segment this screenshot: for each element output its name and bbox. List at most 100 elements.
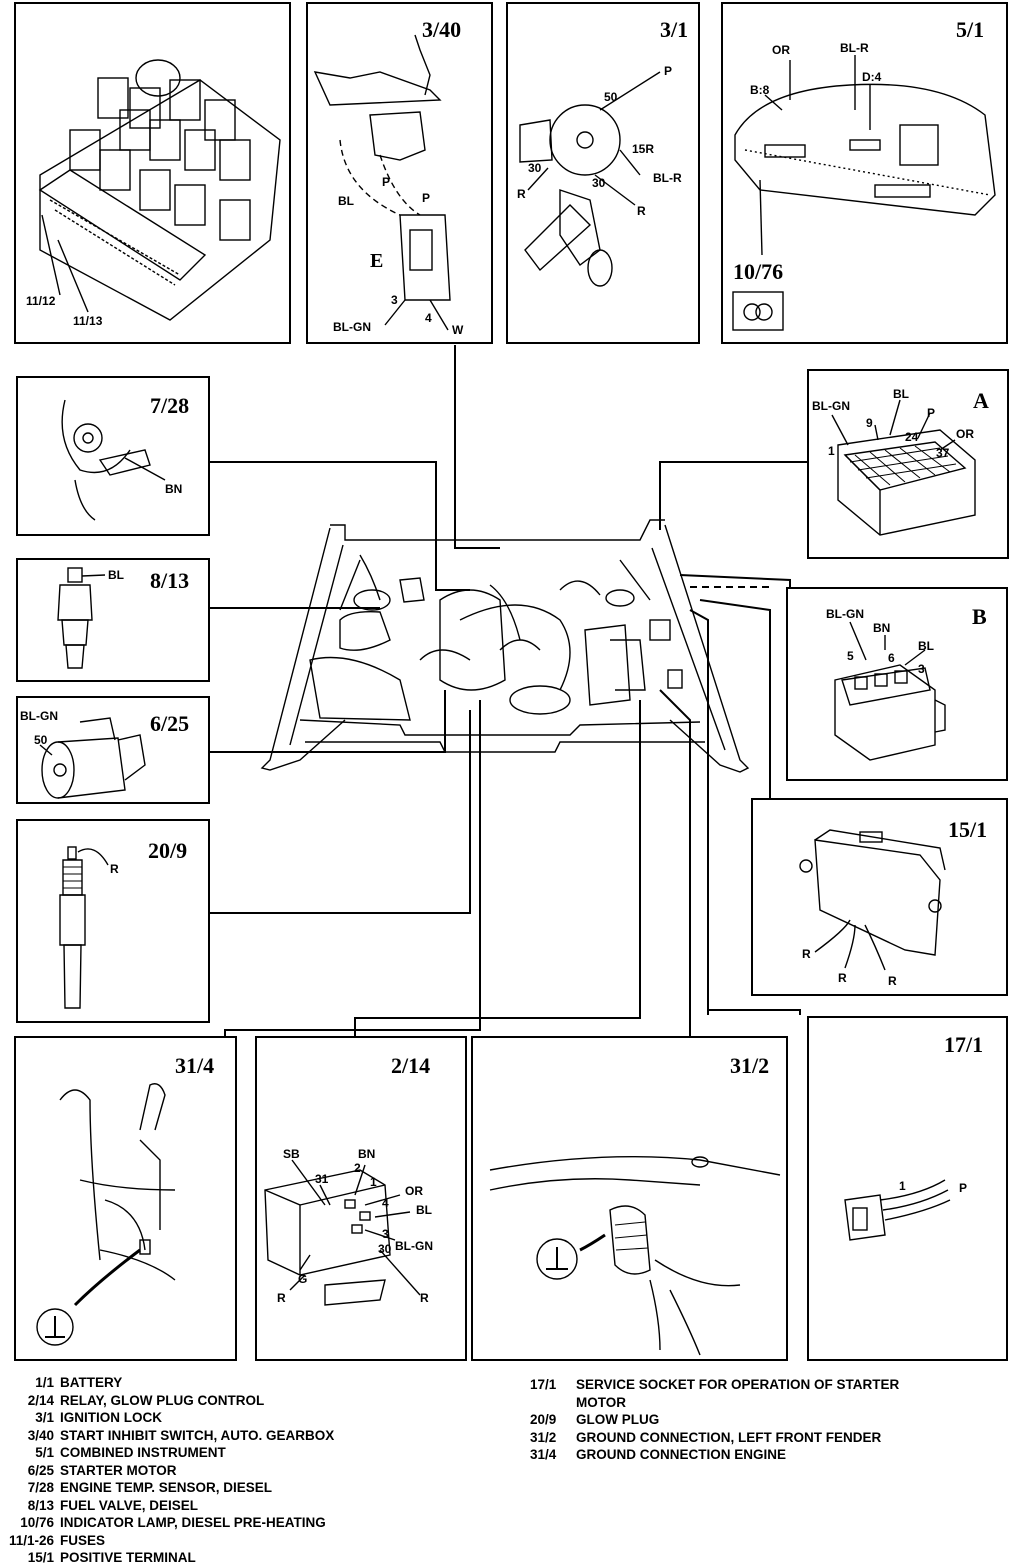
component-title: 10/76 [733, 259, 783, 284]
label: BL [416, 1203, 432, 1217]
label: 1 [370, 1175, 377, 1189]
label: 6 [888, 651, 895, 665]
component-title: 6/25 [150, 711, 189, 736]
label: R [277, 1291, 286, 1305]
component-title: 2/14 [391, 1053, 430, 1078]
label: BL-R [840, 41, 869, 55]
label: BL [918, 639, 934, 653]
component-A: A BL-GN BL 9 P 24 OR 1 37 [807, 369, 1009, 559]
component-title: 3/1 [660, 17, 688, 42]
component-3-40: 3/40 P BL P E 3 BL-GN 4 W [306, 2, 493, 344]
label: G [298, 1272, 307, 1286]
component-B: B BL-GN BN 5 6 BL 3 [786, 587, 1008, 781]
label: 37 [936, 446, 950, 460]
component-title: 3/40 [422, 17, 461, 42]
label: 11/13 [73, 314, 103, 328]
label: R [838, 971, 847, 985]
component-title: 20/9 [148, 838, 187, 863]
label: BN [358, 1147, 375, 1161]
label: 15R [632, 142, 654, 156]
wiring-diagram: 11/12 11/13 3/40 P BL P E 3 BL-GN 4 W 3/… [14, 2, 1009, 1361]
label: SB [283, 1147, 300, 1161]
label: W [452, 323, 464, 337]
label: OR [956, 427, 974, 441]
component-title: 17/1 [944, 1032, 983, 1057]
label: B:8 [750, 83, 770, 97]
label: BL-GN [812, 399, 850, 413]
label: 31 [315, 1172, 329, 1186]
label: 30 [528, 161, 542, 175]
label: P [382, 175, 390, 189]
component-title: 7/28 [150, 393, 189, 418]
label: BL [338, 194, 354, 208]
component-6-25: 6/25 BL-GN 50 [16, 696, 210, 804]
label: BL-GN [395, 1239, 433, 1253]
component-10-76: 10/76 [732, 259, 784, 331]
label: P [927, 406, 935, 420]
label: R [517, 187, 526, 201]
component-11-12: 11/12 11/13 [14, 2, 291, 344]
label: OR [405, 1184, 423, 1198]
label: P [664, 64, 672, 78]
component-3-1: 3/1 50 P 15R 30 BL-R R 30 R [506, 2, 700, 344]
pin-grid [849, 445, 957, 486]
label: 4 [382, 1196, 389, 1210]
component-20-9: 20/9 R [16, 819, 210, 1023]
component-7-28: 7/28 BN [16, 376, 210, 536]
label: BL-GN [20, 709, 58, 723]
label: BL-GN [826, 607, 864, 621]
harness-lines [210, 345, 817, 1040]
label: 3 [918, 662, 925, 676]
label: BN [165, 482, 182, 496]
component-title: 31/2 [730, 1053, 769, 1078]
component-title: 15/1 [948, 817, 987, 842]
label: BL-GN [333, 320, 371, 334]
engine-bay-drawing [260, 519, 750, 773]
label: R [420, 1291, 429, 1305]
component-2-14: 2/14 SB BN 2 31 1 OR 4 BL 3 30 BL-GN G R… [255, 1036, 467, 1361]
label: 50 [34, 733, 48, 747]
label: 50 [604, 90, 618, 104]
label: BL-R [653, 171, 682, 185]
component-15-1: 15/1 R R R [751, 798, 1008, 996]
label: 3 [391, 293, 398, 307]
label: BL [108, 568, 124, 582]
component-title: 8/13 [150, 568, 189, 593]
label: R [888, 974, 897, 988]
label: OR [772, 43, 790, 57]
label: 2 [354, 1161, 361, 1175]
label: 1 [828, 444, 835, 458]
label: R [110, 862, 119, 876]
label: 24 [905, 430, 919, 444]
label: E [370, 250, 383, 272]
label: D:4 [862, 70, 882, 84]
label: BN [873, 621, 890, 635]
component-31-4: 31/4 [14, 1036, 237, 1361]
component-31-2: 31/2 [471, 1036, 788, 1361]
component-title: B [972, 604, 987, 629]
label: P [422, 191, 430, 205]
legend-row: MOTOR [576, 1394, 626, 1410]
component-title: A [973, 388, 989, 413]
component-5-1: 5/1 OR BL-R B:8 D:4 [721, 2, 1008, 344]
label: 30 [378, 1242, 392, 1256]
label: 3 [382, 1227, 389, 1241]
component-title: 31/4 [175, 1053, 214, 1078]
component-8-13: 8/13 BL [16, 558, 210, 682]
label: 11/12 [26, 294, 56, 308]
